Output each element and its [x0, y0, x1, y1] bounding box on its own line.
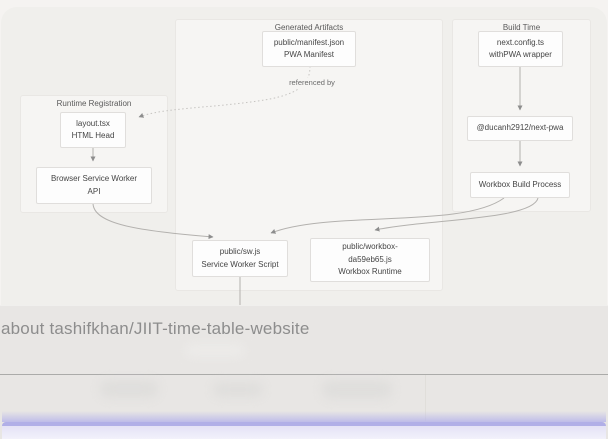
node-text: Workbox Build Process: [478, 179, 562, 189]
node-text: HTML Head: [71, 131, 115, 140]
node-browser-service-worker-api[interactable]: Browser Service Worker API: [36, 167, 152, 204]
node-text: public/workbox-: [342, 242, 398, 252]
input-top-edge[interactable]: [2, 426, 606, 439]
blurred-content: [322, 380, 392, 399]
node-ducanh-next-pwa[interactable]: @ducanh2912/next-pwa: [467, 116, 573, 141]
edge-label-referenced-by: referenced by: [285, 78, 339, 89]
node-text: API: [87, 186, 101, 196]
blurred-content: [213, 382, 263, 397]
node-workbox-build-process[interactable]: Workbox Build Process: [470, 172, 570, 198]
node-text: da59eb65.js: [348, 254, 392, 264]
glow-fade: [2, 411, 606, 422]
node-text: Service Worker Script: [201, 259, 279, 269]
node-text: next.config.ts: [496, 37, 545, 47]
node-manifest[interactable]: public/manifest.json PWA Manifest: [262, 31, 356, 67]
blurred-panel-edge: [425, 375, 426, 421]
node-workbox-runtime[interactable]: public/workbox- da59eb65.js Workbox Runt…: [310, 238, 430, 282]
node-text: PWA Manifest: [284, 50, 334, 59]
node-text: withPWA wrapper: [489, 50, 552, 59]
blurred-content: [100, 380, 158, 398]
sheet-title: about tashifkhan/JIIT-time-table-website: [1, 319, 310, 338]
node-text: Workbox Runtime: [338, 267, 402, 277]
node-text: Browser Service Worker: [50, 174, 138, 183]
input-glow: [2, 407, 606, 439]
node-text: public/sw.js: [219, 247, 261, 256]
node-sw-js[interactable]: public/sw.js Service Worker Script: [192, 240, 288, 277]
sheet-divider: [0, 374, 608, 375]
node-text: public/manifest.json: [273, 37, 345, 47]
node-text: layout.tsx: [76, 118, 110, 128]
group-label-build: Build Time: [502, 23, 541, 32]
group-label-generated: Generated Artifacts: [274, 23, 344, 32]
node-next-config[interactable]: next.config.ts withPWA wrapper: [478, 31, 563, 67]
bottom-sheet: about tashifkhan/JIIT-time-table-website: [0, 305, 608, 439]
group-label-runtime: Runtime Registration: [56, 99, 132, 108]
node-layout-tsx[interactable]: layout.tsx HTML Head: [60, 112, 126, 148]
diagram-canvas[interactable]: Runtime Registration Generated Artifacts…: [1, 7, 607, 439]
glow-line: [2, 422, 606, 426]
node-text: @ducanh2912/next-pwa: [476, 123, 564, 133]
blurred-content: [185, 344, 245, 357]
